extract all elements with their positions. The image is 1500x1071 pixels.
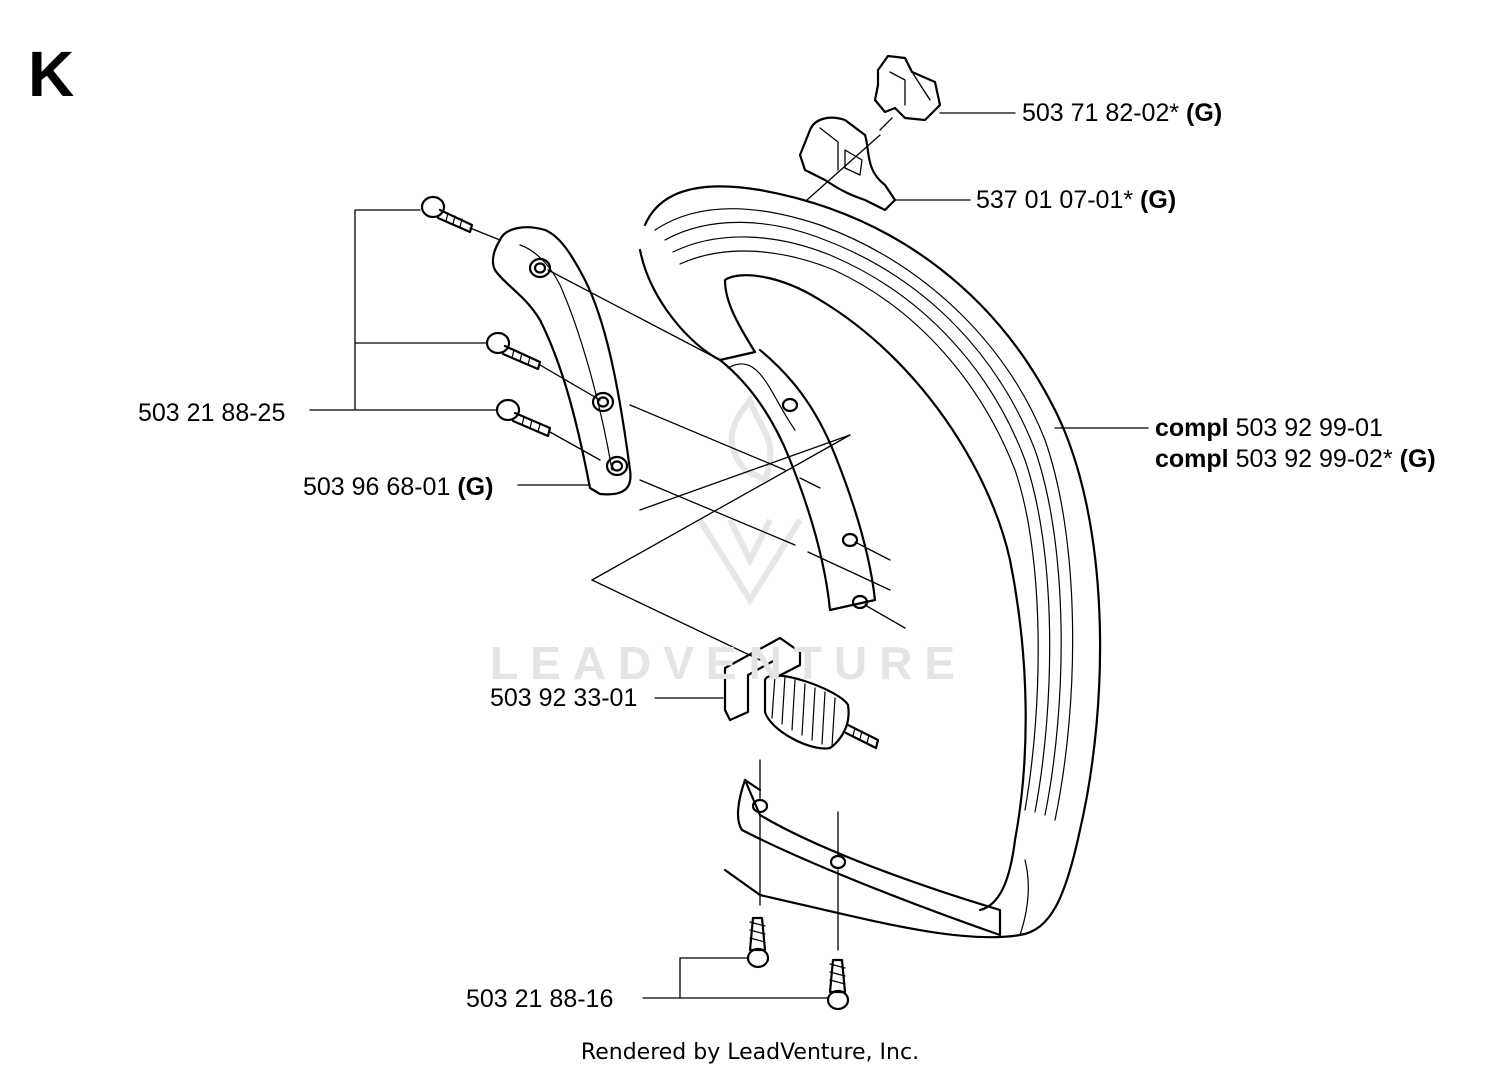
part-label-handle-compl-2: compl 503 92 99-02* (G) [1155,447,1436,472]
part-suffix: (G) [457,473,494,501]
part-label-trigger-switch: 503 71 82-02* (G) [1022,101,1222,126]
bottom-screw-2 [826,958,850,1011]
part-label-bracket-screws: 503 21 88-25 [138,401,285,426]
front-handle-bar [638,185,1102,939]
part-suffix: (G) [1399,445,1436,473]
part-label-spring: 503 92 33-01 [490,686,637,711]
part-number: 503 92 33-01 [490,684,638,712]
section-letter: K [28,38,75,110]
part-label-handle-compl-1: compl 503 92 99-01 [1155,416,1383,441]
part-number: 503 92 99-01 [1235,414,1383,442]
footer-credit: Rendered by LeadVenture, Inc. [580,1040,920,1065]
part-number: 537 01 07-01* [976,186,1134,214]
part-prefix: compl [1155,414,1229,442]
watermark-logo [697,393,803,606]
part-number: 503 92 99-02* [1235,445,1393,473]
assembly-lines [469,117,906,951]
part-suffix: (G) [1186,99,1223,127]
bracket-screw-1 [420,195,474,234]
bottom-screw-1 [746,916,770,969]
part-number: 503 71 82-02* [1022,99,1180,127]
handle-bracket [491,226,632,496]
part-label-switch-housing: 537 01 07-01* (G) [976,188,1176,213]
bracket-screw-2 [485,331,542,371]
part-label-bracket: 503 96 68-01 (G) [303,475,493,500]
part-number: 503 96 68-01 [303,473,451,501]
part-suffix: (G) [1140,186,1177,214]
buffer-spring [723,636,880,750]
switch-housing [798,116,897,212]
part-prefix: compl [1155,445,1229,473]
part-number: 503 21 88-16 [466,985,614,1013]
watermark-text: LEADVENTURE [490,637,968,689]
bracket-screw-3 [495,398,552,438]
trigger-switch [873,54,942,122]
part-label-bottom-screws: 503 21 88-16 [466,987,613,1012]
part-number: 503 21 88-25 [138,399,286,427]
leader-lines [309,112,1149,999]
